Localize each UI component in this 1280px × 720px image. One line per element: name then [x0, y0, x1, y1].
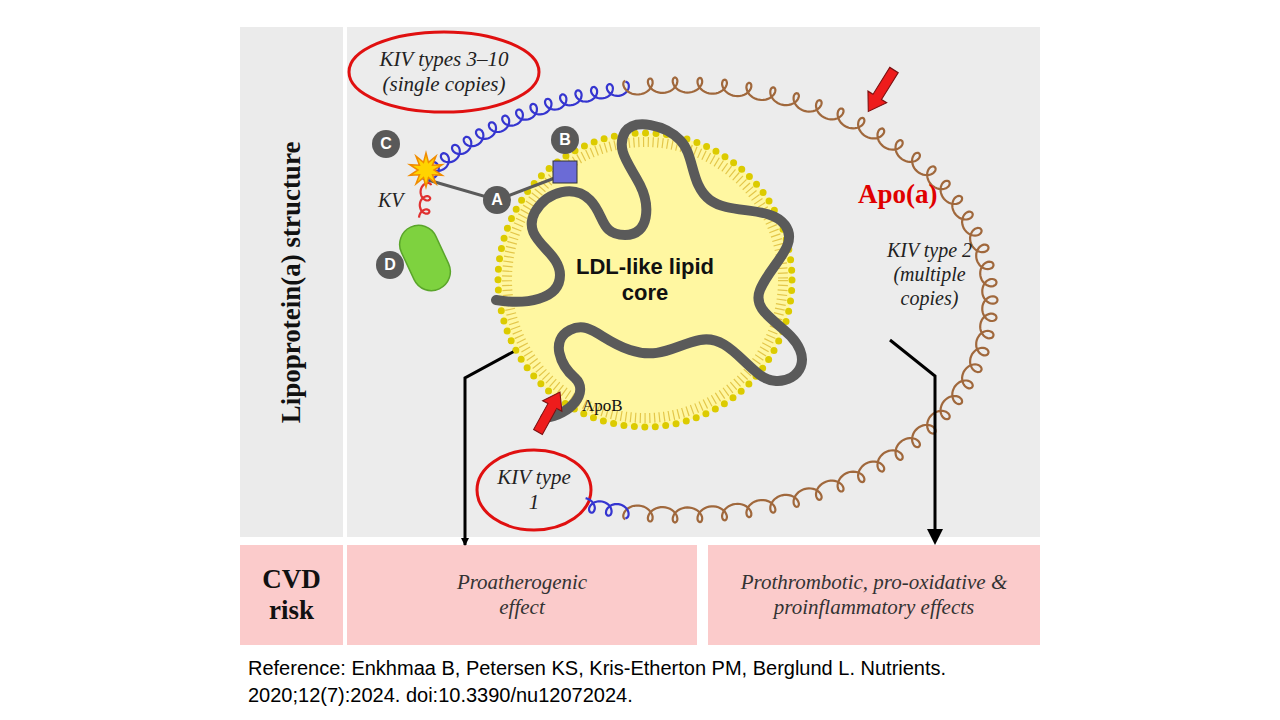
callout-letter: D — [376, 251, 404, 279]
part-name: ApoB — [582, 396, 623, 416]
leader-line — [890, 340, 935, 531]
callout-letter: B — [551, 126, 579, 154]
part-name: Apo(a) — [858, 178, 938, 210]
kiv-1-callout: KIV type 1 — [475, 448, 593, 532]
node-title: LDL-like lipid core — [575, 254, 715, 306]
lipid-core: LDL-like lipid core — [495, 130, 795, 430]
callout-letter: C — [372, 130, 400, 158]
risk-header: CVD risk — [240, 545, 343, 645]
node-title: KIV type 1 — [494, 465, 574, 515]
phospholipid-heads — [498, 133, 792, 427]
node-title: Prothrombotic, pro-oxidative & proinflam… — [735, 570, 1013, 620]
kiv-1-chain — [586, 498, 629, 518]
callout-letter: A — [483, 186, 511, 214]
side-band: Lipoprotein(a) structure — [240, 27, 343, 537]
red-pointer-arrow — [859, 64, 903, 117]
protease-domain — [393, 219, 456, 297]
node-title: KIV types 3–10 (single copies) — [359, 47, 529, 97]
reference-caption: Reference: Enkhmaa B, Petersen KS, Kris-… — [248, 655, 1048, 709]
lbs-square — [553, 161, 577, 183]
node-title: Lipoprotein(a) structure — [276, 141, 307, 423]
kiv-3-10-callout: KIV types 3–10 (single copies) — [347, 30, 541, 114]
leader-arrowhead — [927, 529, 943, 545]
risk-box: Prothrombotic, pro-oxidative & proinflam… — [708, 545, 1040, 645]
kv-chain — [419, 183, 431, 218]
node-title: CVD risk — [252, 564, 332, 626]
ellipse-outline — [477, 450, 591, 530]
node-title: Proatherogenic effect — [437, 570, 607, 620]
domain-label: KIV type 2 (multiple copies) — [872, 238, 987, 310]
domain-label: KV — [378, 188, 404, 212]
ellipse-outline — [349, 32, 539, 112]
core-fill — [498, 133, 792, 427]
risk-box: Proatherogenic effect — [347, 545, 697, 645]
oxidized-phospholipid-star — [410, 153, 442, 187]
lipid-tails — [507, 142, 783, 418]
